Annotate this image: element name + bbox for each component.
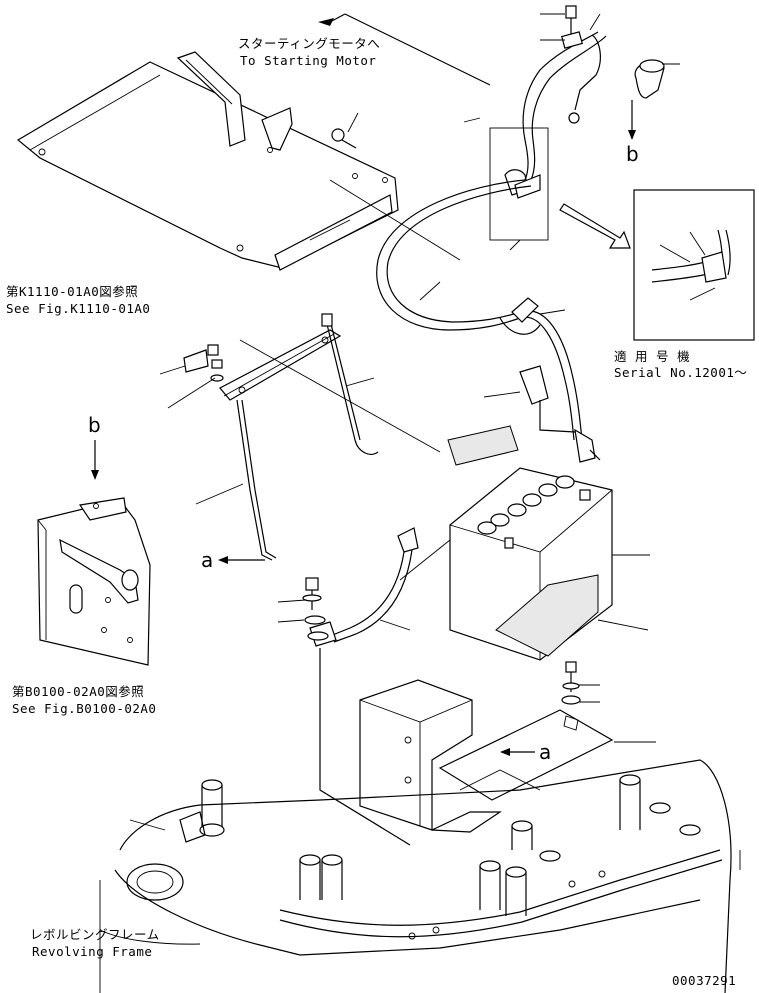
callout-b-top: b [626, 142, 639, 166]
callout-a-left: a [201, 548, 214, 572]
side-bracket [37, 497, 151, 666]
inset-arrow [559, 203, 631, 249]
negative-cable [302, 527, 419, 846]
battery-tray [359, 661, 614, 833]
revolving-frame-label-en: Revolving Frame [32, 944, 153, 959]
callout-a-right: a [539, 740, 552, 764]
a-arrow-right [500, 748, 535, 756]
starting-motor-arrow [318, 13, 491, 86]
ref-b0100-label-en: See Fig.B0100-02A0 [12, 701, 157, 716]
cover-plate [16, 51, 399, 271]
serial-inset-box [633, 189, 755, 341]
b-arrow-left [91, 440, 99, 480]
callout-b-left: b [88, 413, 101, 437]
revolving-frame [99, 759, 741, 993]
serial-label-en: Serial No.12001～ [614, 365, 748, 380]
ref-b0100-label-jp: 第B0100-02A0図参照 [12, 684, 145, 699]
a-arrow-left [218, 556, 265, 564]
serial-label-jp: 適 用 号 機 [614, 349, 691, 364]
battery [447, 425, 613, 661]
battery-cable-assembly [376, 5, 665, 463]
drawing-number: 00037291 [672, 973, 737, 988]
ref-k1110-label-en: See Fig.K1110-01A0 [6, 301, 151, 316]
revolving-frame-label-jp: レボルビングフレーム [30, 927, 160, 942]
starting-motor-label-jp: スターティングモータへ [238, 36, 381, 51]
b-arrow-top [628, 100, 636, 140]
ref-k1110-label-jp: 第K1110-01A0図参照 [6, 284, 139, 299]
leader-lines [159, 13, 680, 743]
battery-hold-down [183, 313, 379, 561]
starting-motor-label-en: To Starting Motor [240, 53, 377, 68]
